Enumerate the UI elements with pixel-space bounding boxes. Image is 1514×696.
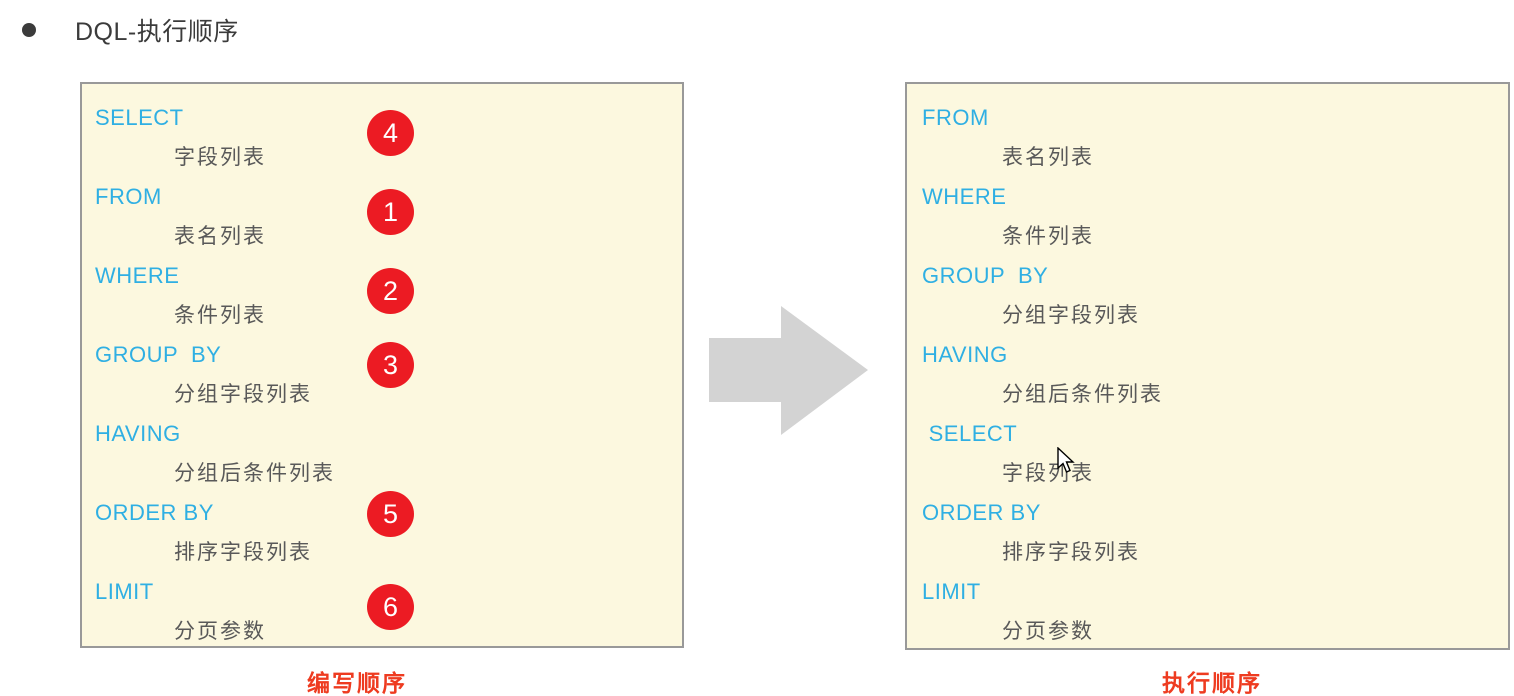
- sql-clause-operand: 字段列表: [1002, 461, 1094, 485]
- sql-clause-operand: 分页参数: [174, 619, 266, 643]
- sql-clause-operand: 排序字段列表: [1002, 540, 1140, 564]
- order-number-badge: 5: [367, 491, 414, 537]
- sql-keyword: SELECT: [922, 421, 1018, 446]
- bullet-icon: [22, 23, 36, 37]
- sql-clause-row: SELECT 字段列表: [907, 414, 1508, 493]
- sql-keyword: FROM: [95, 184, 162, 209]
- page-title: DQL-执行顺序: [75, 18, 239, 46]
- sql-clause-row: LIMIT 分页参数: [907, 572, 1508, 651]
- sql-clause-operand: 排序字段列表: [174, 540, 312, 564]
- sql-clause-row: ORDER BY 排序字段列表: [907, 493, 1508, 572]
- sql-keyword: ORDER BY: [922, 500, 1041, 525]
- sql-keyword: FROM: [922, 105, 989, 130]
- right-arrow-icon: [709, 306, 868, 435]
- sql-keyword: GROUP BY: [95, 342, 222, 367]
- slide-title-row: DQL-执行顺序: [22, 12, 239, 48]
- sql-clause-row: WHERE 条件列表 2: [82, 256, 682, 335]
- writing-order-panel: SELECT 字段列表 4 FROM 表名列表 1 WHERE 条件列表 2 G…: [80, 82, 684, 648]
- sql-clause-operand: 表名列表: [174, 224, 266, 248]
- sql-keyword: WHERE: [922, 184, 1007, 209]
- sql-clause-row: GROUP BY 分组字段列表 3: [82, 335, 682, 414]
- sql-keyword: HAVING: [922, 342, 1008, 367]
- sql-keyword: SELECT: [95, 105, 184, 130]
- sql-clause-row: ORDER BY 排序字段列表 5: [82, 491, 682, 572]
- sql-clause-operand: 分页参数: [1002, 619, 1094, 643]
- sql-clause-operand: 字段列表: [174, 145, 266, 169]
- sql-clause-row: GROUP BY 分组字段列表: [907, 256, 1508, 335]
- sql-clause-operand: 分组字段列表: [174, 382, 312, 406]
- sql-clause-row: FROM 表名列表: [907, 98, 1508, 177]
- order-number-badge: 3: [367, 342, 414, 388]
- order-number-badge: 6: [367, 584, 414, 630]
- sql-keyword: WHERE: [95, 263, 180, 288]
- sql-clause-operand: 表名列表: [1002, 145, 1094, 169]
- sql-keyword: GROUP BY: [922, 263, 1049, 288]
- sql-clause-row: LIMIT 分页参数 6: [82, 572, 682, 651]
- sql-clause-operand: 分组字段列表: [1002, 303, 1140, 327]
- sql-clause-row: FROM 表名列表 1: [82, 177, 682, 256]
- writing-order-caption: 编写顺序: [307, 670, 407, 696]
- order-number-badge: 1: [367, 189, 414, 235]
- order-number-badge: 2: [367, 268, 414, 314]
- sql-clause-operand: 条件列表: [1002, 224, 1094, 248]
- execution-order-caption: 执行顺序: [1162, 670, 1262, 696]
- mouse-pointer-icon: [1057, 447, 1075, 473]
- execution-order-panel: FROM 表名列表 WHERE 条件列表 GROUP BY 分组字段列表 HAV…: [905, 82, 1510, 650]
- sql-keyword: HAVING: [95, 421, 181, 446]
- sql-clause-row: HAVING 分组后条件列表: [907, 335, 1508, 414]
- sql-clause-operand: 条件列表: [174, 303, 266, 327]
- sql-clause-operand: 分组后条件列表: [1002, 382, 1163, 406]
- sql-keyword: LIMIT: [922, 579, 981, 604]
- order-number-badge: 4: [367, 110, 414, 156]
- sql-keyword: LIMIT: [95, 579, 154, 604]
- sql-clause-row: WHERE 条件列表: [907, 177, 1508, 256]
- sql-clause-row: HAVING 分组后条件列表: [82, 414, 682, 493]
- sql-clause-operand: 分组后条件列表: [174, 461, 335, 485]
- sql-keyword: ORDER BY: [95, 500, 214, 525]
- sql-clause-row: SELECT 字段列表 4: [82, 98, 682, 177]
